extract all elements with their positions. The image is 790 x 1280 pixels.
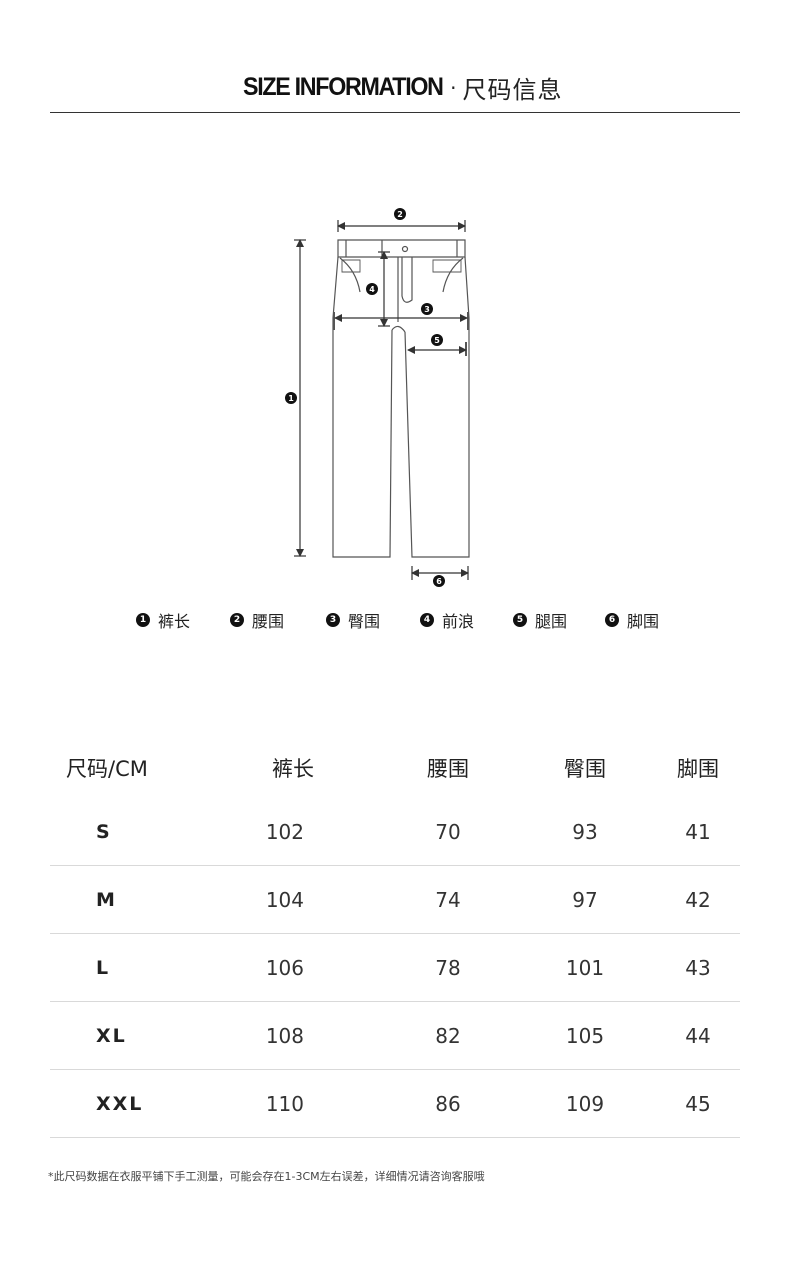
legend-number: 6 [605,613,619,627]
svg-text:2: 2 [397,210,403,219]
legend-item-hip: 3 臀围 [326,608,380,632]
measurement-note: *此尺码数据在衣服平铺下手工测量，可能会存在1-3CM左右误差，详细情况请咨询客… [48,1170,485,1183]
legend-label: 裤长 [158,612,191,631]
header-hem: 脚围 [677,757,719,781]
legend-item-hem: 6 脚围 [605,608,659,632]
cell-hip: 101 [565,955,605,980]
legend-label: 腰围 [252,612,285,631]
cell-hip: 105 [565,1023,605,1048]
pants-measurement-diagram: 1 2 3 4 5 6 [285,208,470,587]
cell-size: M [96,888,117,911]
table-row: L 106 78 101 43 [50,934,740,1002]
header-length: 裤长 [272,757,314,781]
cell-hip: 97 [572,887,598,912]
table-header-row: 尺码/CM 裤长 腰围 臀围 脚围 [50,738,740,798]
header-hip: 臀围 [564,757,606,781]
cell-size: XXL [96,1092,144,1115]
cell-size: S [96,820,112,843]
marker-4: 4 [366,283,378,295]
cell-length: 106 [265,955,304,980]
cell-hem: 41 [685,819,711,844]
size-table: 尺码/CM 裤长 腰围 臀围 脚围 S 102 70 93 41 M 104 7… [50,738,740,1138]
legend-number: 1 [136,613,150,627]
table-row: S 102 70 93 41 [50,798,740,866]
marker-6: 6 [433,575,445,587]
legend-number: 2 [230,613,244,627]
cell-waist: 74 [435,887,461,912]
cell-hem: 45 [685,1091,711,1116]
dimension-lines [294,220,469,580]
legend-item-waist: 2 腰围 [230,608,284,632]
svg-text:1: 1 [288,394,294,403]
header-title-cn: 尺码信息 [462,76,563,104]
cell-length: 108 [265,1023,304,1048]
header-separator: · [450,75,457,100]
table-row: M 104 74 97 42 [50,866,740,934]
cell-hem: 44 [685,1023,711,1048]
cell-hem: 42 [685,887,711,912]
svg-text:3: 3 [424,305,430,314]
legend-number: 3 [326,613,340,627]
legend-item-thigh: 5 腿围 [513,608,567,632]
legend-label: 腿围 [535,612,568,631]
svg-text:6: 6 [436,577,442,586]
table-row: XXL 110 86 109 45 [50,1070,740,1138]
legend-item-length: 1 裤长 [136,608,190,632]
legend-item-rise: 4 前浪 [420,608,474,632]
cell-hip: 109 [565,1091,605,1116]
marker-1: 1 [285,392,297,404]
header-title-en: SIZE INFORMATION [242,73,444,101]
header-waist: 腰围 [427,757,469,781]
legend-label: 前浪 [442,612,475,631]
cell-waist: 78 [435,955,461,980]
marker-5: 5 [431,334,443,346]
svg-text:5: 5 [434,336,440,345]
cell-waist: 82 [435,1023,461,1048]
cell-length: 102 [265,819,304,844]
table-row: XL 108 82 105 44 [50,1002,740,1070]
marker-3: 3 [421,303,433,315]
marker-2: 2 [394,208,406,220]
cell-length: 110 [265,1091,304,1116]
cell-waist: 86 [435,1091,461,1116]
section-header: SIZE INFORMATION·尺码信息 [50,70,740,113]
cell-hip: 93 [572,819,598,844]
cell-length: 104 [265,887,304,912]
legend-number: 4 [420,613,434,627]
measurement-legend: 1 裤长 2 腰围 3 臀围 4 前浪 5 腿围 6 脚围 [0,608,790,632]
legend-label: 臀围 [348,612,381,631]
legend-number: 5 [513,613,527,627]
cell-hem: 43 [685,955,711,980]
cell-size: L [96,956,111,979]
pants-outline [332,239,470,558]
cell-waist: 70 [435,819,461,844]
svg-text:4: 4 [369,285,375,294]
legend-label: 脚围 [627,612,660,631]
header-size: 尺码/CM [66,757,148,781]
cell-size: XL [96,1024,127,1047]
